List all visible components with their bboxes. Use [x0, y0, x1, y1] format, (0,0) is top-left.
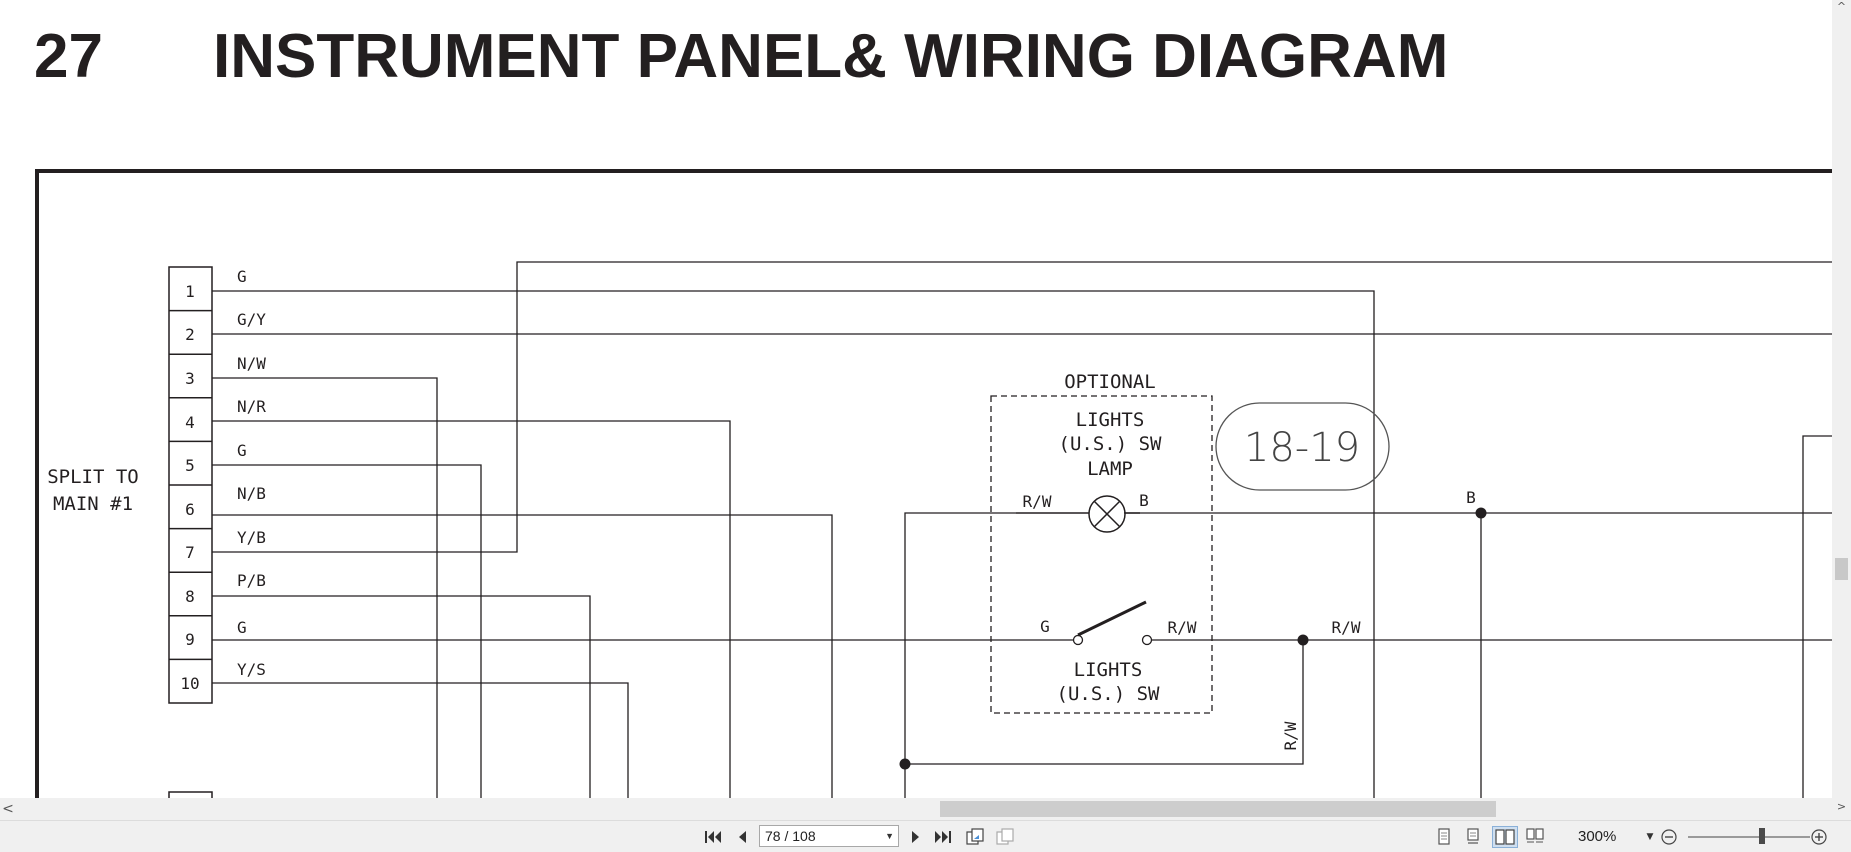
pin-number: 5: [185, 456, 195, 475]
optional-label: OPTIONAL: [1064, 371, 1156, 393]
wiring-diagram: SPLIT TO MAIN #1 1 2 3 4 5 6 7 8 9 10 G …: [35, 169, 1832, 798]
prev-page-icon[interactable]: [732, 826, 752, 848]
last-page-icon[interactable]: [932, 826, 954, 848]
pin-number: 8: [185, 587, 195, 606]
scroll-left-icon[interactable]: <: [2, 801, 14, 817]
lamp-label-line1: LIGHTS: [1076, 409, 1145, 431]
page-indicator: 78 / 108: [765, 828, 816, 844]
switch-label-line2: (U.S.) SW: [1057, 683, 1161, 705]
scroll-right-icon[interactable]: >: [1836, 800, 1847, 813]
pin-number: 10: [180, 674, 199, 693]
wire-label: G: [237, 441, 247, 460]
pin-number: 2: [185, 325, 195, 344]
zoom-dropdown-icon[interactable]: ▼: [1646, 832, 1654, 842]
next-page-icon[interactable]: [906, 826, 926, 848]
lamp-label-line3: LAMP: [1087, 458, 1133, 480]
lamp-symbol: [1016, 495, 1140, 533]
two-page-continuous-icon[interactable]: [1524, 826, 1546, 848]
wire-label: Y/B: [237, 528, 266, 547]
zoom-level[interactable]: 300%: [1578, 828, 1617, 845]
page-ref-label: 18-19: [1244, 425, 1360, 471]
scroll-up-icon[interactable]: ^: [1836, 0, 1847, 13]
pin-number: 1: [185, 282, 195, 301]
lamp-left-wire-label: R/W: [1023, 492, 1052, 511]
pin-number: 4: [185, 413, 195, 432]
junction-rw-label: R/W: [1332, 618, 1361, 637]
paste-icon: [994, 826, 1016, 848]
junction-dot: [1297, 634, 1309, 646]
first-page-icon[interactable]: [702, 826, 724, 848]
connector-block: [168, 266, 213, 798]
horizontal-scroll-thumb[interactable]: [940, 801, 1496, 817]
single-page-icon[interactable]: [1434, 826, 1454, 848]
vertical-rw-label: R/W: [1281, 721, 1300, 750]
wire-label: N/B: [237, 484, 266, 503]
wires: [212, 261, 1832, 798]
pin-number: 3: [185, 369, 195, 388]
section-title: INSTRUMENT PANEL& WIRING DIAGRAM: [213, 22, 1449, 91]
horizontal-scrollbar[interactable]: <: [0, 798, 1832, 820]
continuous-icon[interactable]: [1463, 826, 1483, 848]
zoom-slider-track[interactable]: [1688, 836, 1810, 838]
connector-label-line1: SPLIT TO: [47, 466, 139, 488]
junction-b-label: B: [1466, 488, 1476, 507]
wire-label: G: [237, 267, 247, 286]
zoom-in-icon[interactable]: [1809, 826, 1829, 848]
switch-right-wire-label: R/W: [1168, 618, 1197, 637]
wire-label: G: [237, 618, 247, 637]
pin-number: 9: [185, 630, 195, 649]
lamp-label-line2: (U.S.) SW: [1059, 433, 1163, 455]
document-viewport: 27 INSTRUMENT PANEL& WIRING DIAGRAM SPLI…: [34, 22, 1832, 798]
scrollbar-corner: >: [1832, 798, 1851, 820]
copy-icon[interactable]: [964, 826, 986, 848]
two-page-icon[interactable]: [1492, 826, 1518, 848]
wire-label: Y/S: [237, 660, 266, 679]
junction-dot: [1475, 507, 1487, 519]
page-number-input[interactable]: 78 / 108 ▼: [759, 825, 899, 847]
switch-symbol: [1072, 600, 1153, 646]
switch-label-line1: LIGHTS: [1074, 659, 1143, 681]
wire-label: N/W: [237, 354, 266, 373]
diagram-frame: [35, 169, 1832, 798]
wire-label: N/R: [237, 397, 266, 416]
vertical-scrollbar[interactable]: ^: [1832, 0, 1851, 798]
vertical-scroll-thumb[interactable]: [1835, 558, 1848, 580]
section-number: 27: [34, 22, 103, 91]
chevron-down-icon[interactable]: ▼: [885, 831, 894, 841]
connector-label-line2: MAIN #1: [53, 493, 133, 515]
page-ref-oval: [1215, 402, 1390, 491]
switch-left-wire-label: G: [1040, 617, 1050, 636]
junction-dot: [899, 758, 911, 770]
pin-number: 7: [185, 543, 195, 562]
wire-label: G/Y: [237, 310, 266, 329]
optional-box: [990, 395, 1213, 714]
zoom-out-icon[interactable]: [1659, 826, 1679, 848]
viewer-toolbar: 78 / 108 ▼ 300% ▼: [0, 820, 1851, 852]
zoom-slider-thumb[interactable]: [1759, 828, 1765, 844]
wire-label: P/B: [237, 571, 266, 590]
lamp-right-wire-label: B: [1139, 491, 1149, 510]
pin-number: 6: [185, 500, 195, 519]
